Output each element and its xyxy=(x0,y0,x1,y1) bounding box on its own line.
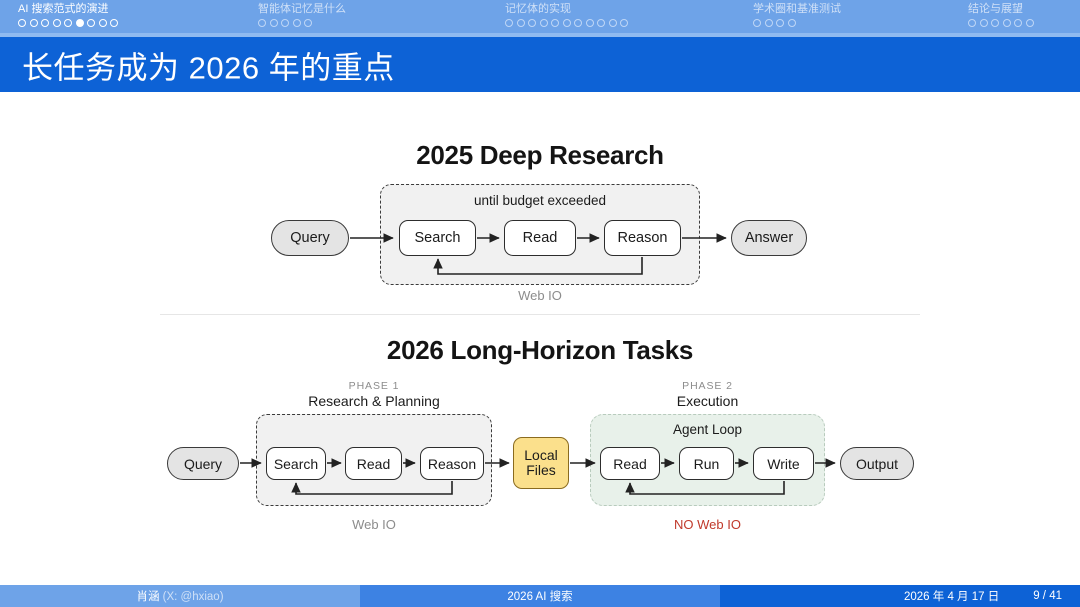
web-io-caption-2026: Web IO xyxy=(352,517,396,532)
nav-progress-dots-0 xyxy=(18,19,118,27)
node-reason-2025[interactable]: Reason xyxy=(604,220,681,256)
nav-progress-dots-3 xyxy=(753,19,796,27)
node-write-phase2[interactable]: Write xyxy=(753,447,814,480)
nav-section-1[interactable]: 智能体记忆是什么 xyxy=(258,3,346,27)
nav-dot[interactable] xyxy=(110,19,118,27)
nav-dot[interactable] xyxy=(764,19,773,27)
node-answer-2025[interactable]: Answer xyxy=(731,220,807,256)
nav-progress-dots-2 xyxy=(505,19,628,27)
nav-section-3[interactable]: 学术圈和基准测试 xyxy=(753,3,841,27)
nav-dot[interactable] xyxy=(98,19,107,27)
footer-meta-segment: 2026 年 4 月 17 日 9 / 41 xyxy=(720,585,1080,607)
nav-dot[interactable] xyxy=(539,19,548,27)
nav-section-4[interactable]: 结论与展望 xyxy=(968,3,1034,27)
nav-dot[interactable] xyxy=(528,19,536,27)
section-divider xyxy=(160,314,920,315)
footer-author-handle: (X: @hxiao) xyxy=(159,591,224,603)
nav-dot[interactable] xyxy=(776,19,784,27)
nav-dot[interactable] xyxy=(41,19,49,27)
figure-area: 2025 Deep Research until budget exceeded… xyxy=(0,92,1080,585)
node-read-2026[interactable]: Read xyxy=(345,447,402,480)
nav-dot[interactable] xyxy=(505,19,513,27)
node-run-phase2[interactable]: Run xyxy=(679,447,734,480)
nav-dot[interactable] xyxy=(87,19,95,27)
nav-dot[interactable] xyxy=(620,19,628,27)
footer-deck-title: 2026 AI 搜索 xyxy=(507,591,573,603)
nav-dot[interactable] xyxy=(551,19,559,27)
connector-lines xyxy=(240,233,836,495)
node-read-phase2[interactable]: Read xyxy=(600,447,660,480)
nav-progress-dots-4 xyxy=(968,19,1034,27)
nav-dot[interactable] xyxy=(597,19,605,27)
nav-dot[interactable] xyxy=(979,19,988,27)
nav-underline xyxy=(0,33,1080,37)
footer-author: 肖涵 (X: @hxiao) xyxy=(136,588,223,604)
nav-dot-active[interactable] xyxy=(75,19,84,27)
diagram-2025-title: 2025 Deep Research xyxy=(416,140,664,170)
nav-dot[interactable] xyxy=(1025,19,1034,27)
nav-dot[interactable] xyxy=(258,19,266,27)
nav-section-label: 学术圈和基准测试 xyxy=(753,3,841,15)
agent-loop-label: Agent Loop xyxy=(672,422,743,437)
node-search-2026[interactable]: Search xyxy=(266,447,326,480)
nav-dot[interactable] xyxy=(585,19,594,27)
budget-loop-label: until budget exceeded xyxy=(473,193,607,208)
nav-dot[interactable] xyxy=(516,19,525,27)
web-io-caption-2025: Web IO xyxy=(518,288,562,303)
nav-section-label: 记忆体的实现 xyxy=(505,3,571,15)
node-query-2025[interactable]: Query xyxy=(271,220,349,256)
nav-dot[interactable] xyxy=(562,19,571,27)
nav-dot[interactable] xyxy=(281,19,289,27)
nav-dot[interactable] xyxy=(787,19,796,27)
node-output-2026[interactable]: Output xyxy=(840,447,914,480)
footer-page-number: 9 / 41 xyxy=(1033,590,1062,602)
nav-section-0[interactable]: AI 搜索范式的演进 xyxy=(18,3,118,27)
phase1-kicker: PHASE 1 xyxy=(348,380,400,392)
local-files-line1: Local xyxy=(524,446,558,463)
nav-dot[interactable] xyxy=(968,19,976,27)
footer-author-name: 肖涵 xyxy=(136,591,160,603)
nav-section-label: AI 搜索范式的演进 xyxy=(18,3,109,15)
nav-dot[interactable] xyxy=(64,19,72,27)
nav-dot[interactable] xyxy=(753,19,761,27)
node-search-2025[interactable]: Search xyxy=(399,220,476,256)
node-local-files[interactable]: Local Files xyxy=(513,437,569,489)
nav-progress-dots-1 xyxy=(258,19,312,27)
nav-dot[interactable] xyxy=(1014,19,1022,27)
footer-deck-segment: 2026 AI 搜索 xyxy=(360,585,720,607)
phase2-kicker: PHASE 2 xyxy=(682,380,733,392)
top-navigation: AI 搜索范式的演进 智能体记忆是什么 记忆体的实现 学术圈和基准测试 结论与展… xyxy=(0,0,1080,37)
node-reason-2026[interactable]: Reason xyxy=(420,447,484,480)
footer-author-segment: 肖涵 (X: @hxiao) xyxy=(0,585,360,607)
nav-dot[interactable] xyxy=(52,19,61,27)
nav-dot[interactable] xyxy=(304,19,312,27)
nav-dot[interactable] xyxy=(1002,19,1011,27)
nav-dot[interactable] xyxy=(292,19,301,27)
slide-footer: 肖涵 (X: @hxiao) 2026 AI 搜索 2026 年 4 月 17 … xyxy=(0,585,1080,607)
nav-dot[interactable] xyxy=(269,19,278,27)
node-query-2026[interactable]: Query xyxy=(167,447,239,480)
phase2-name: Execution xyxy=(676,393,739,409)
footer-date: 2026 年 4 月 17 日 xyxy=(903,591,1000,603)
nav-dot[interactable] xyxy=(608,19,617,27)
nav-section-2[interactable]: 记忆体的实现 xyxy=(505,3,628,27)
local-files-line2: Files xyxy=(526,462,556,478)
phase1-name: Research & Planning xyxy=(308,393,440,409)
nav-section-label: 智能体记忆是什么 xyxy=(258,3,346,15)
no-web-io-caption: NO Web IO xyxy=(674,517,741,532)
nav-dot[interactable] xyxy=(18,19,26,27)
page-title: 长任务成为 2026 年的重点 xyxy=(22,50,395,85)
diagram-2026-title: 2026 Long-Horizon Tasks xyxy=(386,335,694,365)
nav-dot[interactable] xyxy=(29,19,38,27)
nav-section-label: 结论与展望 xyxy=(968,3,1023,15)
node-read-2025[interactable]: Read xyxy=(504,220,576,256)
nav-dot[interactable] xyxy=(574,19,582,27)
slide-title-bar: 长任务成为 2026 年的重点 xyxy=(0,37,1080,92)
nav-dot[interactable] xyxy=(991,19,999,27)
